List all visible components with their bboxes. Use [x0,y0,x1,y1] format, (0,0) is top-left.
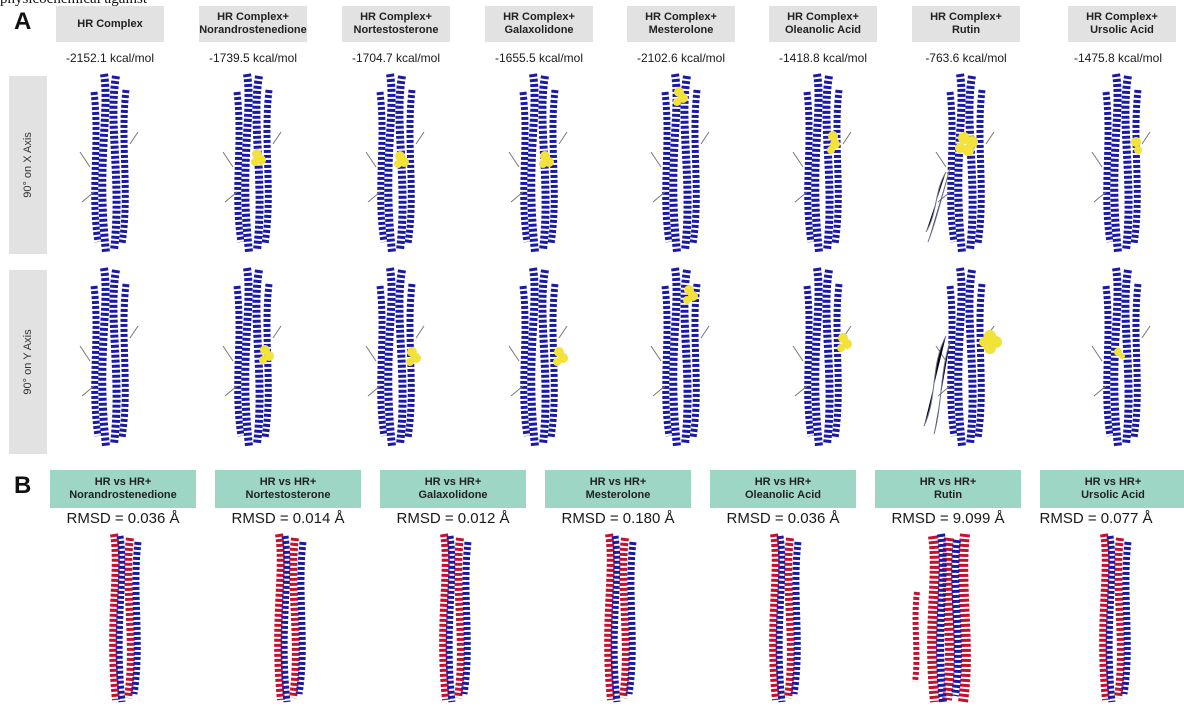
header-line2: Norandrostenedione [69,489,177,502]
rmsd-value-3: RMSD = 0.012 Å [373,510,533,527]
rmsd-value-6: RMSD = 9.099 Å [868,510,1028,527]
panel-a-header-7: HR Complex+ Rutin [912,6,1020,42]
rmsd-value-2: RMSD = 0.014 Å [208,510,368,527]
header-line1: HR vs HR+ [260,476,317,489]
header-line2: Galaxolidone [504,24,573,37]
row-label-x-axis: 90° on X Axis [9,76,47,254]
panel-b-header-7: HR vs HR+ Ursolic Acid [1040,470,1184,508]
header-line1: HR vs HR+ [95,476,152,489]
panel-b-header-1: HR vs HR+ Norandrostenedione [50,470,196,508]
panel-a-header-3: HR Complex+ Nortestosterone [342,6,450,42]
binding-energy-7: -763.6 kcal/mol [900,51,1032,65]
header-line1: HR Complex [77,18,142,31]
panel-a-header-5: HR Complex+ Mesterolone [627,6,735,42]
rmsd-value-7: RMSD = 0.077 Å [1016,510,1176,527]
structure-y-mesterolone [631,266,731,450]
header-line1: HR vs HR+ [1085,476,1142,489]
panel-b-header-4: HR vs HR+ Mesterolone [545,470,691,508]
structure-x-galaxolidone [489,72,589,256]
header-line2: Oleanolic Acid [745,489,821,502]
rmsd-value-5: RMSD = 0.036 Å [703,510,863,527]
overlay-norandrostenedione [78,532,168,704]
row-label-y-axis: 90° on Y Axis [9,270,47,454]
header-line2: Ursolic Acid [1090,24,1154,37]
binding-energy-8: -1475.8 kcal/mol [1052,51,1184,65]
binding-energy-6: -1418.8 kcal/mol [757,51,889,65]
header-line2: Mesterolone [586,489,651,502]
structure-y-ursolic-acid [1072,266,1172,450]
header-line1: HR Complex+ [930,11,1002,24]
rmsd-value-1: RMSD = 0.036 Å [43,510,203,527]
header-line1: HR vs HR+ [920,476,977,489]
rmsd-value-4: RMSD = 0.180 Å [538,510,698,527]
structure-y-nortestosterone [346,266,446,450]
header-line2: Nortestosterone [246,489,331,502]
header-line1: HR vs HR+ [425,476,482,489]
panel-b-header-2: HR vs HR+ Nortestosterone [215,470,361,508]
panel-a-header-2: HR Complex+ Norandrostenedione [199,6,307,42]
structure-x-nortestosterone [346,72,446,256]
panel-b-header-3: HR vs HR+ Galaxolidone [380,470,526,508]
panel-a-header-1: HR Complex [56,6,164,42]
header-line1: HR Complex+ [217,11,289,24]
row-label-x-axis-text: 90° on X Axis [22,132,34,198]
header-line2: Galaxolidone [418,489,487,502]
overlay-ursolic-acid [1068,532,1158,704]
structure-y-rutin [916,266,1016,450]
overlay-mesterolone [573,532,663,704]
header-line2: Oleanolic Acid [785,24,861,37]
overlay-rutin [903,532,993,704]
header-line1: HR Complex+ [787,11,859,24]
panel-a-header-6: HR Complex+ Oleanolic Acid [769,6,877,42]
structure-x-hr-complex [60,72,160,256]
overlay-nortestosterone [243,532,333,704]
structure-y-hr-complex [60,266,160,450]
structure-x-rutin [916,72,1016,256]
row-label-y-axis-text: 90° on Y Axis [22,329,34,394]
header-line2: Rutin [952,24,980,37]
structure-x-norandrostenedione [203,72,303,256]
header-line2: Ursolic Acid [1081,489,1145,502]
header-line1: HR Complex+ [645,11,717,24]
header-line1: HR Complex+ [360,11,432,24]
header-line2: Rutin [934,489,962,502]
structure-x-mesterolone [631,72,731,256]
header-line1: HR vs HR+ [755,476,812,489]
panel-a-header-8: HR Complex+ Ursolic Acid [1068,6,1176,42]
structure-y-oleanolic-acid [773,266,873,450]
header-line2: Mesterolone [649,24,714,37]
panel-b-header-5: HR vs HR+ Oleanolic Acid [710,470,856,508]
header-line2: Norandrostenedione [199,24,307,37]
structure-x-ursolic-acid [1072,72,1172,256]
panel-a-letter: A [14,8,31,36]
header-line1: HR Complex+ [503,11,575,24]
structure-y-galaxolidone [489,266,589,450]
panel-b-letter: B [14,472,31,500]
binding-energy-3: -1704.7 kcal/mol [330,51,462,65]
overlay-oleanolic-acid [738,532,828,704]
panel-a-header-4: HR Complex+ Galaxolidone [485,6,593,42]
panel-b-header-6: HR vs HR+ Rutin [875,470,1021,508]
binding-energy-1: -2152.1 kcal/mol [44,51,176,65]
header-line1: HR vs HR+ [590,476,647,489]
overlay-galaxolidone [408,532,498,704]
header-line2: Nortestosterone [354,24,439,37]
binding-energy-4: -1655.5 kcal/mol [473,51,605,65]
structure-y-norandrostenedione [203,266,303,450]
structure-x-oleanolic-acid [773,72,873,256]
binding-energy-2: -1739.5 kcal/mol [187,51,319,65]
header-line1: HR Complex+ [1086,11,1158,24]
binding-energy-5: -2102.6 kcal/mol [615,51,747,65]
